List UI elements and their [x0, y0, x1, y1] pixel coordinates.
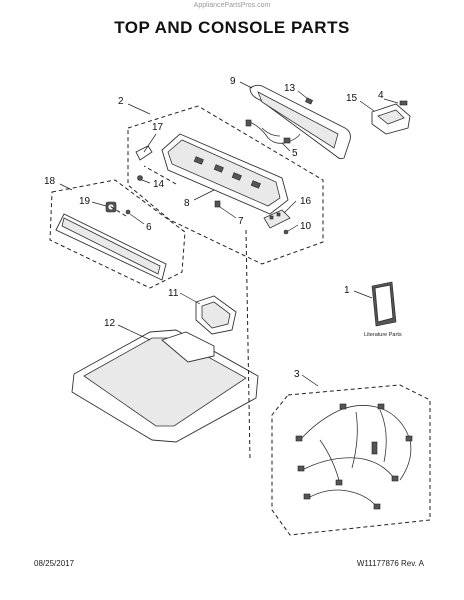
leader-18 — [59, 183, 73, 191]
leader-1 — [353, 290, 373, 299]
leader-11 — [179, 292, 201, 305]
leader-4 — [383, 98, 399, 104]
callout-18: 18 — [44, 176, 56, 187]
footer-doc-ref: W11177876 Rev. A — [356, 559, 424, 568]
callout-5: 5 — [292, 148, 298, 159]
part-4-screw — [399, 100, 408, 106]
part-7-clip — [214, 200, 221, 208]
callout-19: 19 — [79, 196, 91, 207]
leader-7 — [219, 206, 237, 219]
part-13-clip — [305, 97, 313, 105]
callout-12: 12 — [104, 318, 116, 329]
callout-16: 16 — [300, 196, 312, 207]
leader-6 — [129, 213, 145, 225]
leader-14 — [141, 179, 151, 184]
callout-17: 17 — [152, 122, 164, 133]
callout-7: 7 — [238, 216, 244, 227]
part-12-top-lid — [71, 329, 259, 443]
footer-date: 08/25/2017 — [34, 559, 75, 568]
callout-3: 3 — [294, 369, 300, 380]
part-11-hinge-bracket — [195, 295, 237, 335]
part-6-screw — [125, 209, 131, 215]
callout-15: 15 — [346, 93, 358, 104]
part-15-bracket — [371, 103, 411, 135]
part-5-wire-harness — [245, 119, 301, 144]
callout-11: 11 — [168, 288, 179, 299]
part-14-screw — [137, 175, 143, 181]
group-2-outline — [127, 105, 324, 265]
group-3-outline — [271, 384, 431, 536]
leader-12 — [117, 324, 151, 341]
part-18-control-panel — [55, 213, 167, 281]
assembly-line-vertical — [245, 229, 251, 461]
leader-5 — [281, 142, 291, 152]
callout-8: 8 — [184, 198, 190, 209]
leader-3 — [301, 374, 319, 387]
callout-2: 2 — [118, 96, 124, 107]
leader-13 — [297, 90, 309, 100]
callout-4: 4 — [378, 90, 384, 101]
source-watermark: AppliancePartsPros.com — [193, 2, 271, 9]
leader-9 — [239, 81, 253, 89]
group-18-outline — [49, 179, 186, 289]
part-3-main-wire-harness — [295, 403, 413, 510]
part-9-console-end-cap — [249, 84, 351, 160]
assembly-line-clip — [143, 165, 177, 185]
callout-13: 13 — [284, 83, 296, 94]
leader-19 — [91, 201, 107, 207]
callout-9: 9 — [230, 76, 236, 87]
leader-17 — [143, 133, 157, 153]
part-1-literature — [371, 281, 397, 327]
part-17-clip — [135, 145, 153, 161]
callout-6: 6 — [146, 222, 152, 233]
callout-10: 10 — [300, 221, 312, 232]
diagram-title: TOP AND CONSOLE PARTS — [114, 18, 350, 37]
literature-parts-label: Literature Parts — [364, 332, 402, 338]
leader-15 — [359, 100, 375, 112]
callout-1: 1 — [344, 285, 350, 296]
assembly-line-knob — [107, 204, 127, 217]
leader-16 — [283, 200, 297, 214]
part-10-screw — [283, 229, 289, 235]
leader-10 — [287, 224, 299, 232]
callout-14: 14 — [153, 179, 165, 190]
part-8-console — [161, 133, 289, 215]
leader-8 — [193, 189, 215, 201]
leader-2 — [127, 103, 151, 115]
part-16-control-board — [263, 209, 291, 229]
